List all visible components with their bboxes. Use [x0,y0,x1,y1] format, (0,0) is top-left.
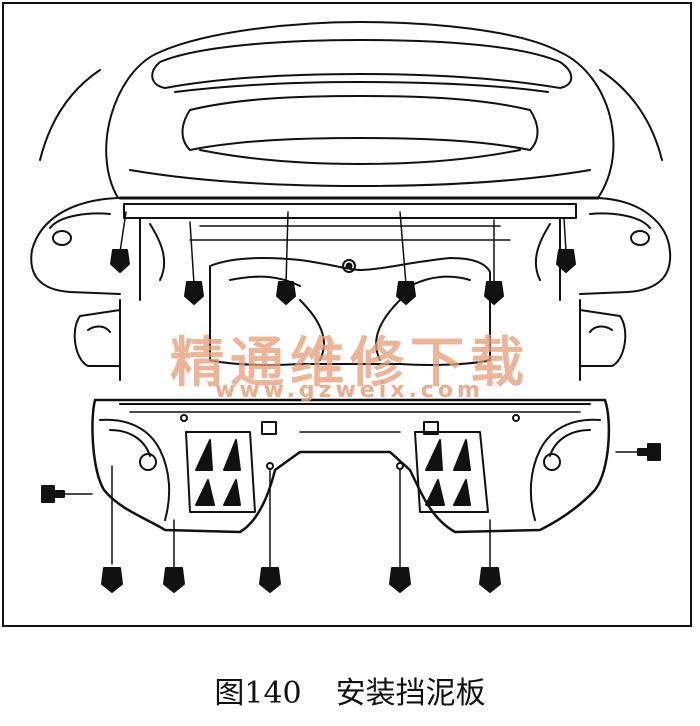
fastener-leader-lines [55,211,653,571]
clip-upper-left-inner [184,281,204,305]
watermark-text: 精通维修下载 [170,330,530,394]
clip-upper-right-inner [484,281,504,305]
clip-upper-center-right [396,281,416,305]
figure-frame [2,2,692,627]
splash-shield-installation-drawing [30,21,672,593]
bolt-right-side [637,443,661,461]
clip-lower-2 [163,567,185,593]
clip-upper-left-outer [110,249,130,273]
side-brackets [73,299,627,381]
clip-lower-5 [479,567,501,593]
bumper-fascia [30,21,672,295]
clip-lower-3 [259,567,281,593]
figure-label: 图140 [214,676,302,711]
clip-upper-center-left [276,281,296,305]
clip-lower-4 [389,567,411,593]
clip-lower-1 [101,567,123,593]
watermark-url: www.gzweix.com [215,378,484,403]
figure-title: 安装挡泥板 [335,676,486,711]
clip-upper-right-outer [556,249,576,273]
figure-caption: 图140 安装挡泥板 [0,668,700,712]
splash-shield [91,398,611,534]
fasteners [41,249,661,593]
bolt-left-side [41,485,65,503]
